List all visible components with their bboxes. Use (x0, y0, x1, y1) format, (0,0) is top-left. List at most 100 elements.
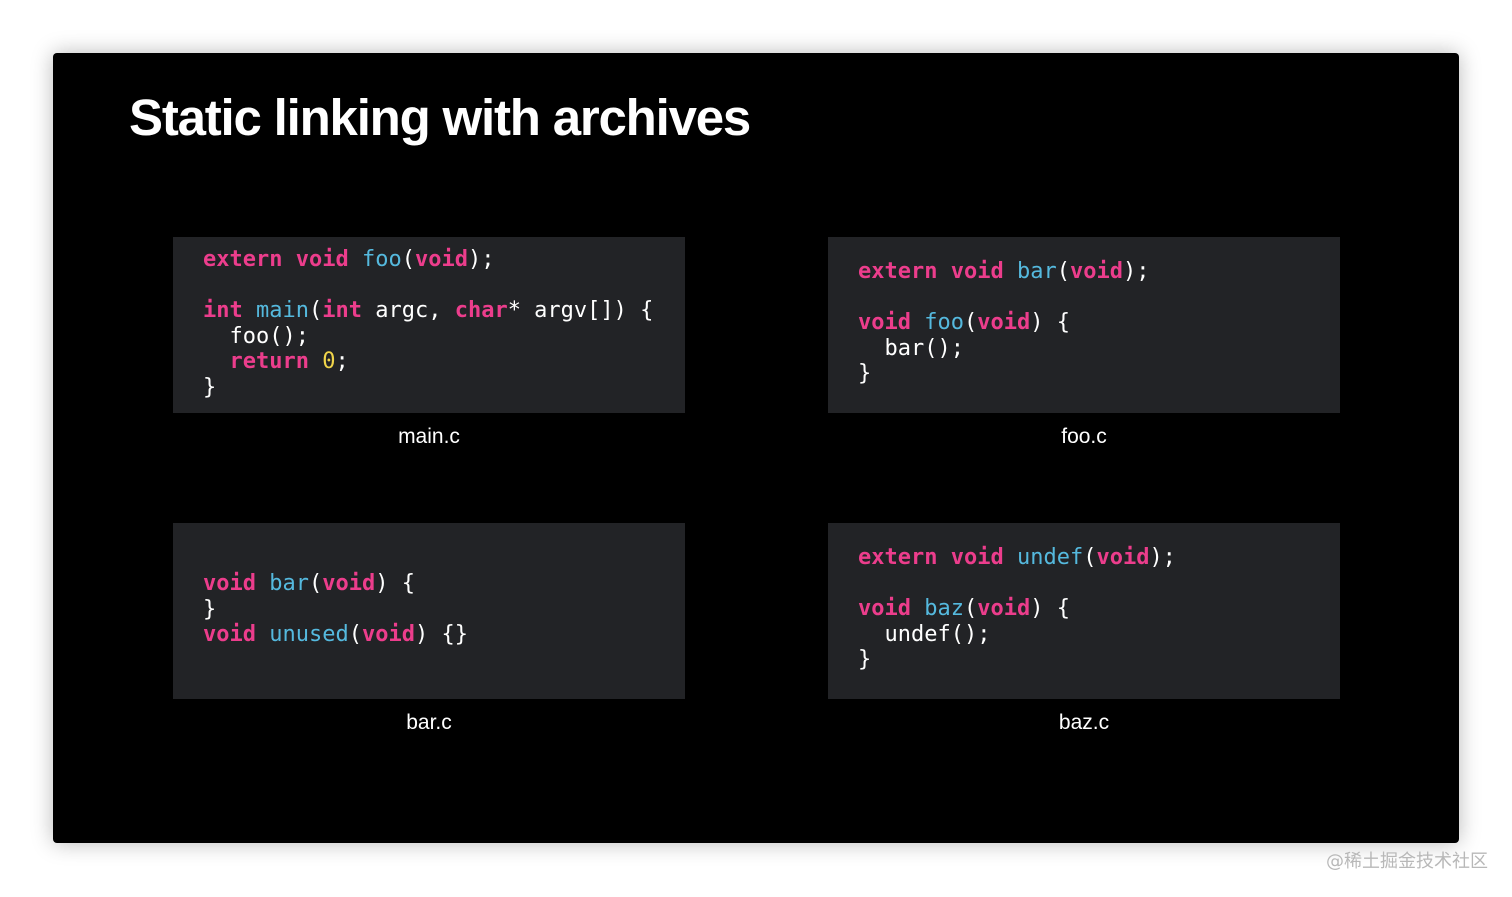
code-function: unused (269, 622, 349, 648)
code-box: extern void undef(void); void baz(void) … (828, 523, 1340, 699)
code-text: ( (308, 571, 323, 596)
code-line: extern void foo(void); (203, 247, 653, 273)
code-keyword: return (229, 349, 309, 375)
code-keyword: void (295, 247, 349, 272)
code-text: ( (348, 622, 362, 648)
code-line: } (858, 361, 1149, 387)
code-line: } (203, 375, 653, 401)
code-block: extern void bar(void); void foo(void) { … (858, 259, 1149, 387)
code-text (1004, 259, 1017, 284)
panel-foo-c: extern void bar(void); void foo(void) { … (828, 237, 1340, 451)
code-keyword: extern (203, 247, 283, 272)
code-line: } (203, 597, 468, 623)
code-function: main (256, 298, 309, 324)
code-box: void bar(void) {}void unused(void) {} (173, 523, 685, 699)
slide-title: Static linking with archives (129, 89, 751, 146)
code-line: undef(); (858, 622, 1176, 648)
code-text: } (203, 596, 217, 622)
panel-baz-c: extern void undef(void); void baz(void) … (828, 523, 1340, 737)
code-text (937, 259, 950, 284)
code-text: bar(); (858, 335, 964, 361)
code-text: ( (963, 310, 978, 336)
code-keyword: void (950, 259, 1004, 284)
code-text: } (858, 647, 872, 673)
code-keyword: char (454, 298, 508, 324)
code-box: extern void bar(void); void foo(void) { … (828, 237, 1340, 413)
code-function: baz (924, 596, 964, 622)
code-function: bar (1016, 259, 1057, 284)
code-text (911, 310, 924, 335)
code-number: 0 (322, 349, 336, 375)
code-text: ) { (375, 571, 415, 596)
code-text (256, 622, 269, 647)
code-keyword: void (858, 596, 911, 622)
code-line: bar(); (858, 336, 1149, 362)
code-keyword: void (361, 622, 415, 648)
code-function: bar (269, 571, 309, 596)
code-text: undef(); (858, 621, 991, 647)
code-text (349, 247, 362, 272)
code-text: } (858, 361, 872, 387)
code-text: ); (467, 247, 495, 272)
code-keyword: void (950, 545, 1004, 570)
code-text: ( (963, 596, 978, 622)
code-block: extern void foo(void); int main(int argc… (203, 247, 653, 401)
code-line: int main(int argc, char* argv[]) { (203, 298, 653, 324)
code-line: extern void bar(void); (858, 259, 1149, 285)
slide: Static linking with archives extern void… (53, 53, 1459, 843)
code-line: void foo(void) { (858, 310, 1149, 336)
code-text: ( (308, 298, 323, 324)
code-line: void baz(void) { (858, 596, 1176, 622)
code-line: extern void undef(void); (858, 545, 1176, 571)
code-text: ( (1056, 259, 1070, 284)
code-line: void bar(void) { (203, 571, 468, 597)
file-caption: main.c (398, 425, 460, 448)
code-text (282, 247, 295, 272)
code-box: extern void foo(void); int main(int argc… (173, 237, 685, 413)
code-text: } (203, 374, 217, 400)
code-text (937, 545, 950, 570)
code-block: void bar(void) {}void unused(void) {} (203, 571, 468, 648)
code-line (858, 571, 1176, 597)
panel-bar-c: void bar(void) {}void unused(void) {} ba… (173, 523, 685, 737)
code-text: foo(); (203, 323, 309, 349)
code-keyword: int (203, 298, 243, 324)
file-caption: baz.c (1058, 711, 1110, 734)
code-keyword: void (977, 310, 1031, 336)
code-text: ; (335, 349, 349, 375)
code-keyword: void (858, 310, 911, 336)
code-text: ( (401, 247, 415, 272)
code-text (243, 298, 256, 323)
code-keyword: extern (858, 545, 938, 570)
code-text (309, 349, 322, 374)
code-keyword: void (1069, 259, 1123, 284)
code-keyword: void (977, 596, 1031, 622)
code-block: extern void undef(void); void baz(void) … (858, 545, 1176, 673)
file-caption: foo.c (1061, 425, 1107, 448)
code-text: ( (1083, 545, 1097, 570)
code-text: ); (1149, 545, 1176, 570)
watermark: @稀土掘金技术社区 (1326, 851, 1488, 872)
code-line (203, 273, 653, 299)
code-text (256, 571, 269, 596)
code-function: undef (1016, 545, 1084, 570)
code-text: ) { (1030, 596, 1070, 622)
code-function: foo (361, 247, 402, 272)
panel-main-c: extern void foo(void); int main(int argc… (173, 237, 685, 451)
file-caption: bar.c (406, 711, 452, 734)
code-function: foo (924, 310, 964, 336)
code-text: ) {} (414, 622, 468, 648)
code-line: } (858, 647, 1176, 673)
code-keyword: void (1096, 545, 1150, 570)
code-keyword: int (322, 298, 362, 324)
code-keyword: extern (858, 259, 938, 284)
code-keyword: void (203, 622, 256, 648)
code-text (203, 349, 230, 374)
code-line (858, 285, 1149, 311)
code-text: * argv[]) { (507, 298, 654, 324)
code-keyword: void (414, 247, 468, 272)
code-text: argc, (361, 298, 455, 324)
code-line: void unused(void) {} (203, 622, 468, 648)
code-keyword: void (203, 571, 256, 596)
code-keyword: void (322, 571, 376, 596)
